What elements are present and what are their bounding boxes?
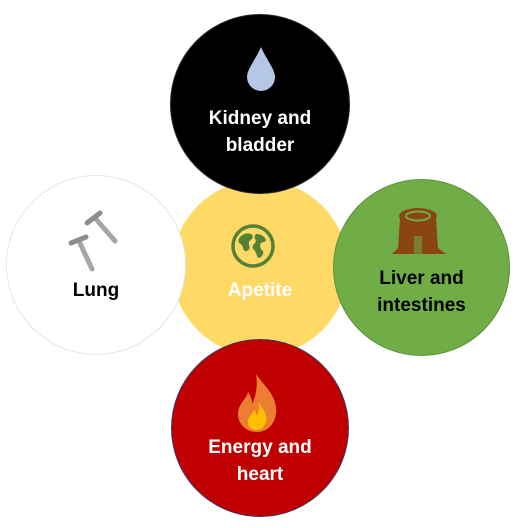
left-label: Lung <box>72 280 120 301</box>
bottom-label-line2: heart <box>236 464 284 485</box>
top-label-line2: bladder <box>225 135 295 156</box>
right-label: Liver and intestines <box>334 265 509 319</box>
nails-icon <box>68 210 118 272</box>
center-circle-apetite: Apetite <box>172 180 348 356</box>
globe-icon <box>231 224 275 268</box>
right-label-line2: intestines <box>377 295 466 316</box>
bottom-label-line1: Energy and <box>208 437 312 458</box>
top-label-line1: Kidney and <box>208 108 312 129</box>
fire-icon <box>238 374 277 432</box>
left-circle-lung: Lung <box>7 176 185 354</box>
tree-stump-icon <box>392 208 446 254</box>
bottom-label: Energy and heart <box>172 434 348 488</box>
bottom-circle-energy-heart: Energy and heart <box>171 339 349 517</box>
right-circle-liver-intestines: Liver and intestines <box>333 179 510 356</box>
top-label: Kidney and bladder <box>171 105 349 159</box>
top-circle-kidney-bladder: Kidney and bladder <box>170 14 350 194</box>
right-label-line1: Liver and <box>379 268 464 289</box>
center-label: Apetite <box>227 280 293 301</box>
water-drop-icon <box>247 47 275 91</box>
